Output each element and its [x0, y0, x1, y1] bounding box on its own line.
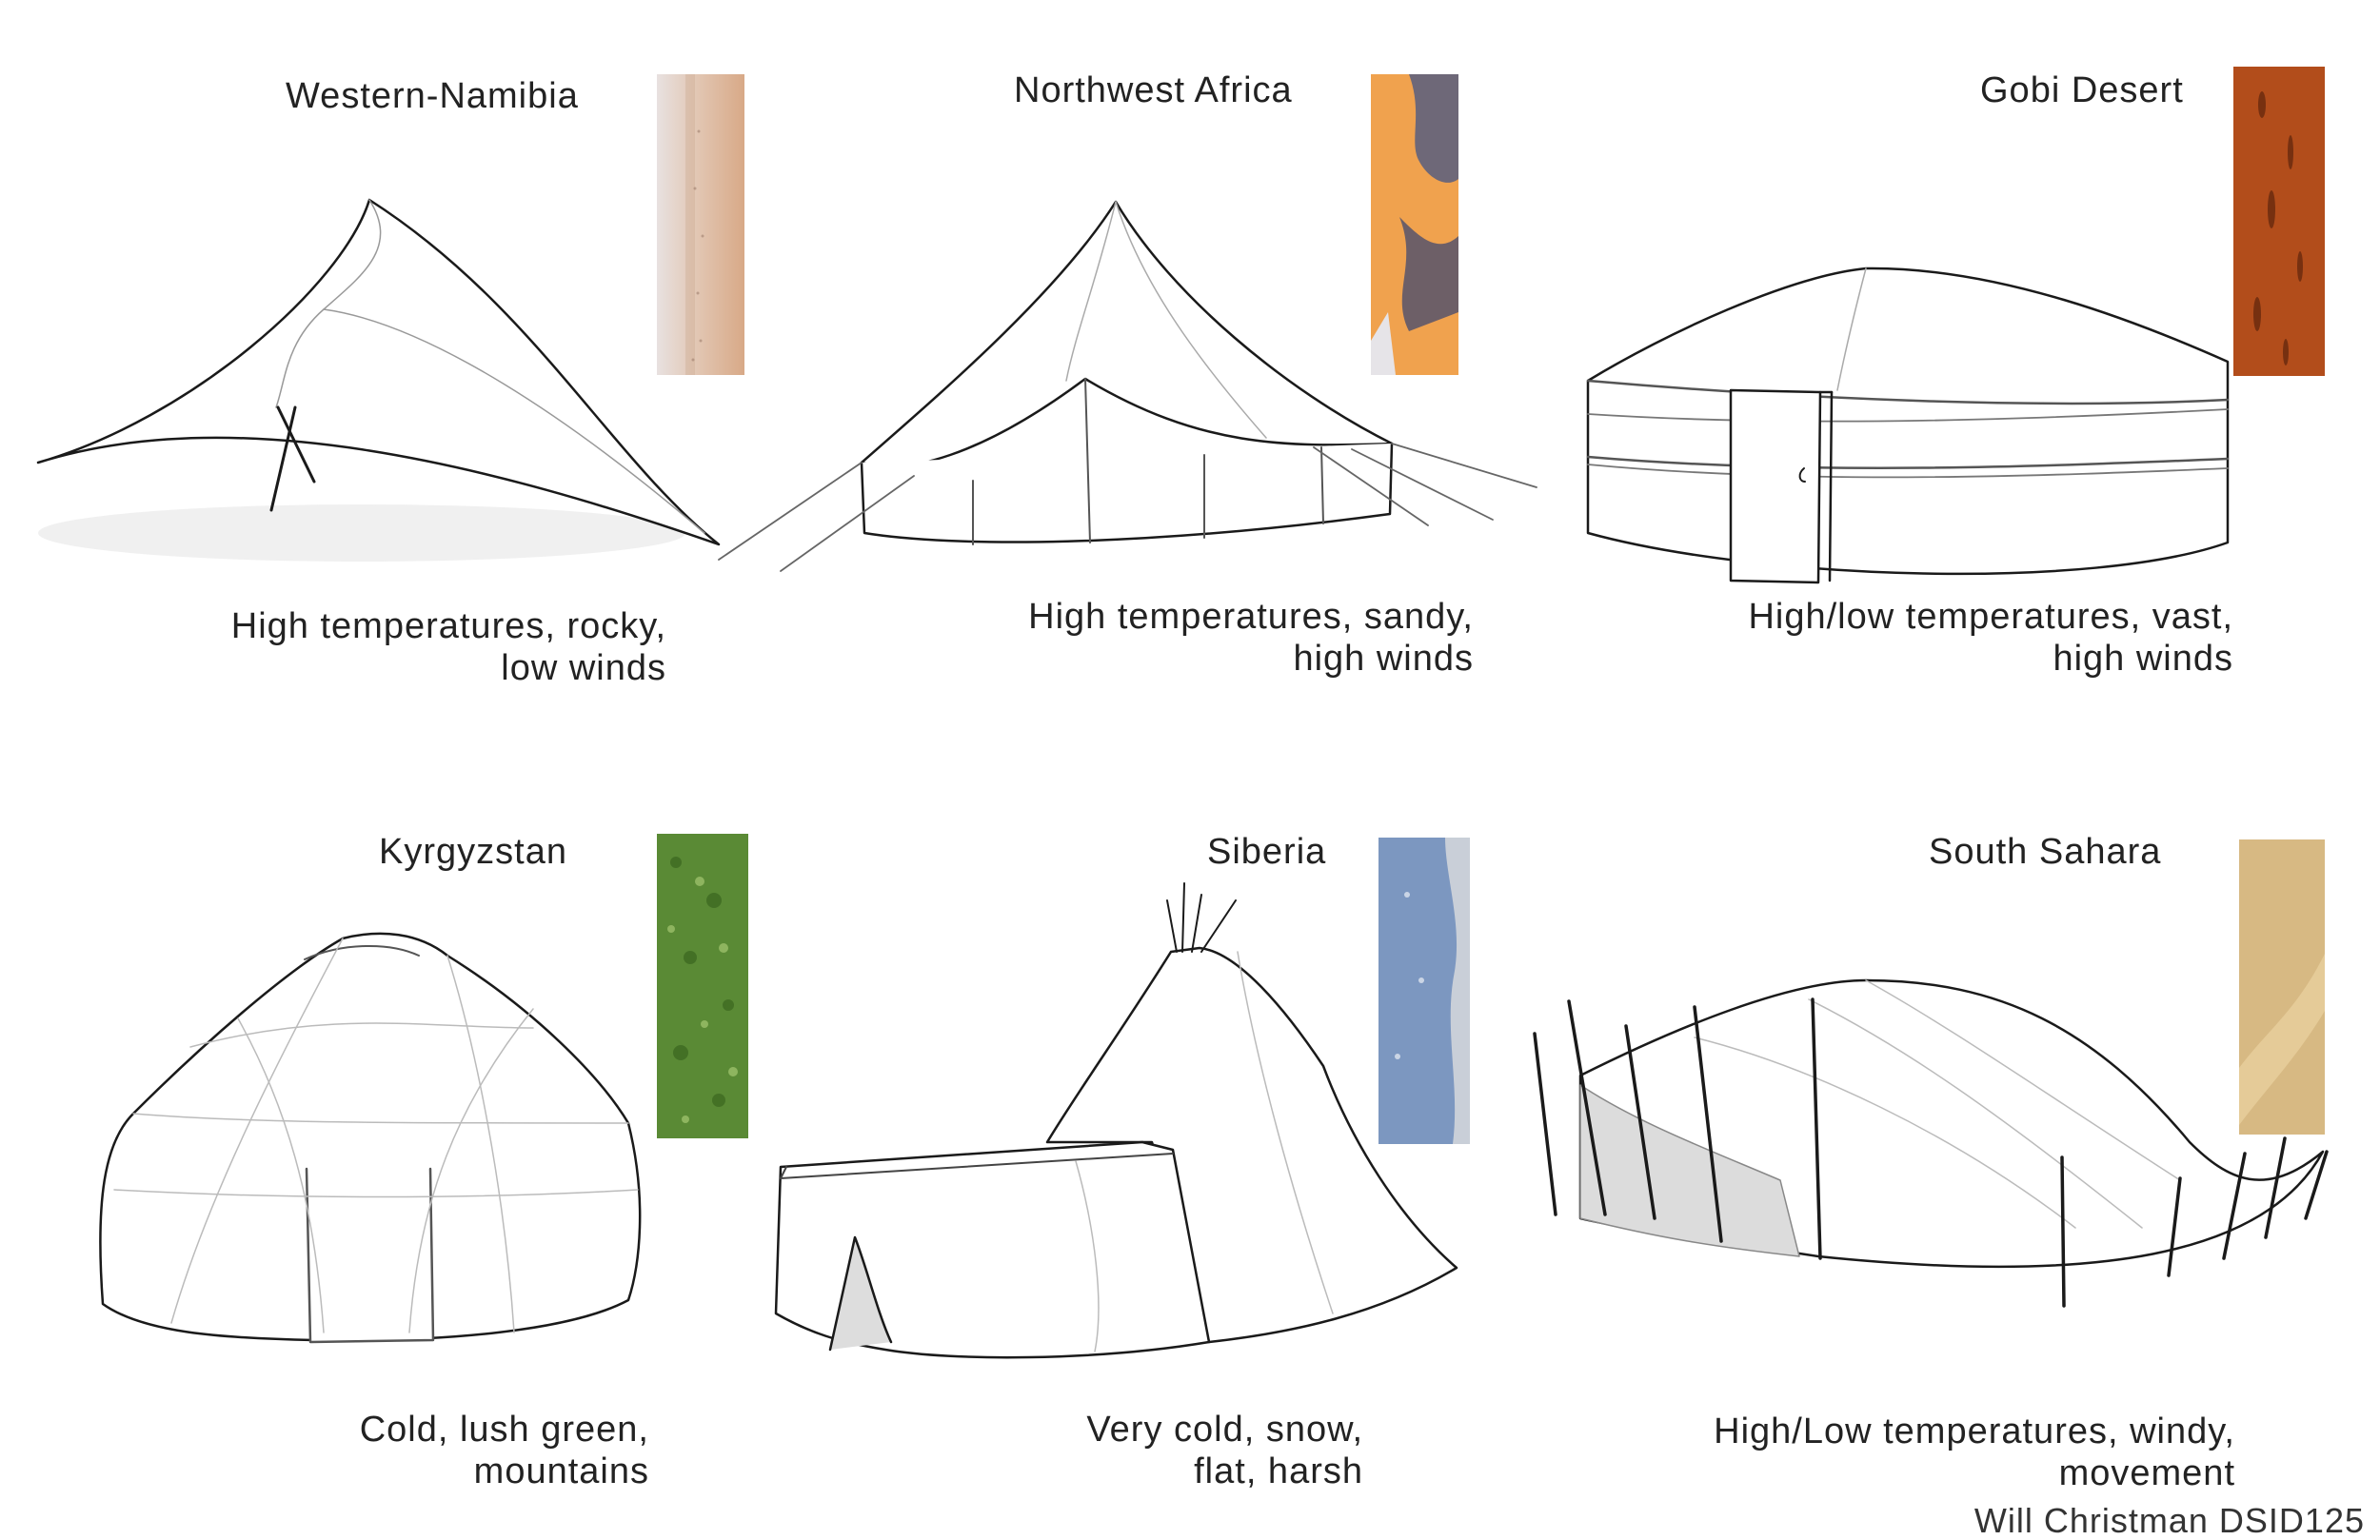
- panel-title-western-namibia: Western-Namibia: [286, 76, 579, 116]
- caption-line: Very cold, snow,: [1086, 1410, 1363, 1450]
- chum-tent-icon: [774, 882, 1458, 1359]
- bell-tent-icon: [718, 200, 1537, 572]
- author-credit: Will Christman DSID125: [1973, 1501, 2365, 1540]
- panel-caption-gobi-desert: High/low temperatures, vast, high winds: [1704, 596, 2233, 680]
- caption-line: high winds: [2053, 639, 2233, 679]
- panel-title-kyrgyzstan: Kyrgyzstan: [379, 832, 567, 872]
- caption-line: low winds: [501, 648, 666, 688]
- panel-title-northwest-africa: Northwest Africa: [1014, 70, 1293, 110]
- caption-line: High/Low temperatures, windy,: [1714, 1412, 2235, 1451]
- panel-title-siberia: Siberia: [1207, 832, 1327, 872]
- terrain-swatch-namibia: [657, 74, 744, 375]
- caption-line: High temperatures, sandy,: [1028, 597, 1474, 637]
- caption-line: Cold, lush green,: [359, 1410, 649, 1450]
- caption-line: High/low temperatures, vast,: [1748, 597, 2233, 637]
- terrain-swatch-siberia: [1378, 838, 1470, 1144]
- terrain-swatch-northwest-africa: [1371, 74, 1458, 375]
- terrain-swatch-kyrgyzstan: [657, 834, 748, 1138]
- caption-line: flat, harsh: [1194, 1451, 1363, 1491]
- terrain-swatch-gobi: [2233, 67, 2325, 376]
- panel-caption-western-namibia: High temperatures, rocky, low winds: [209, 605, 666, 689]
- caption-line: movement: [2058, 1453, 2235, 1493]
- panel-caption-northwest-africa: High temperatures, sandy, high winds: [1000, 596, 1474, 680]
- panel-caption-siberia: Very cold, snow, flat, harsh: [1057, 1409, 1363, 1492]
- yurt-icon: [99, 932, 642, 1344]
- caption-line: mountains: [473, 1451, 649, 1491]
- panel-title-south-sahara: South Sahara: [1929, 832, 2162, 872]
- caption-line: High temperatures, rocky,: [230, 606, 666, 646]
- ger-icon: [1586, 267, 2230, 584]
- caption-line: high winds: [1293, 639, 1474, 679]
- nomad-pole-tent-icon: [1533, 978, 2329, 1308]
- panel-caption-kyrgyzstan: Cold, lush green, mountains: [324, 1409, 649, 1492]
- panel-caption-south-sahara: High/Low temperatures, windy, movement: [1676, 1411, 2235, 1494]
- panel-title-gobi-desert: Gobi Desert: [1980, 70, 2184, 110]
- terrain-swatch-south-sahara: [2239, 839, 2325, 1135]
- tarp-tent-icon: [36, 198, 721, 562]
